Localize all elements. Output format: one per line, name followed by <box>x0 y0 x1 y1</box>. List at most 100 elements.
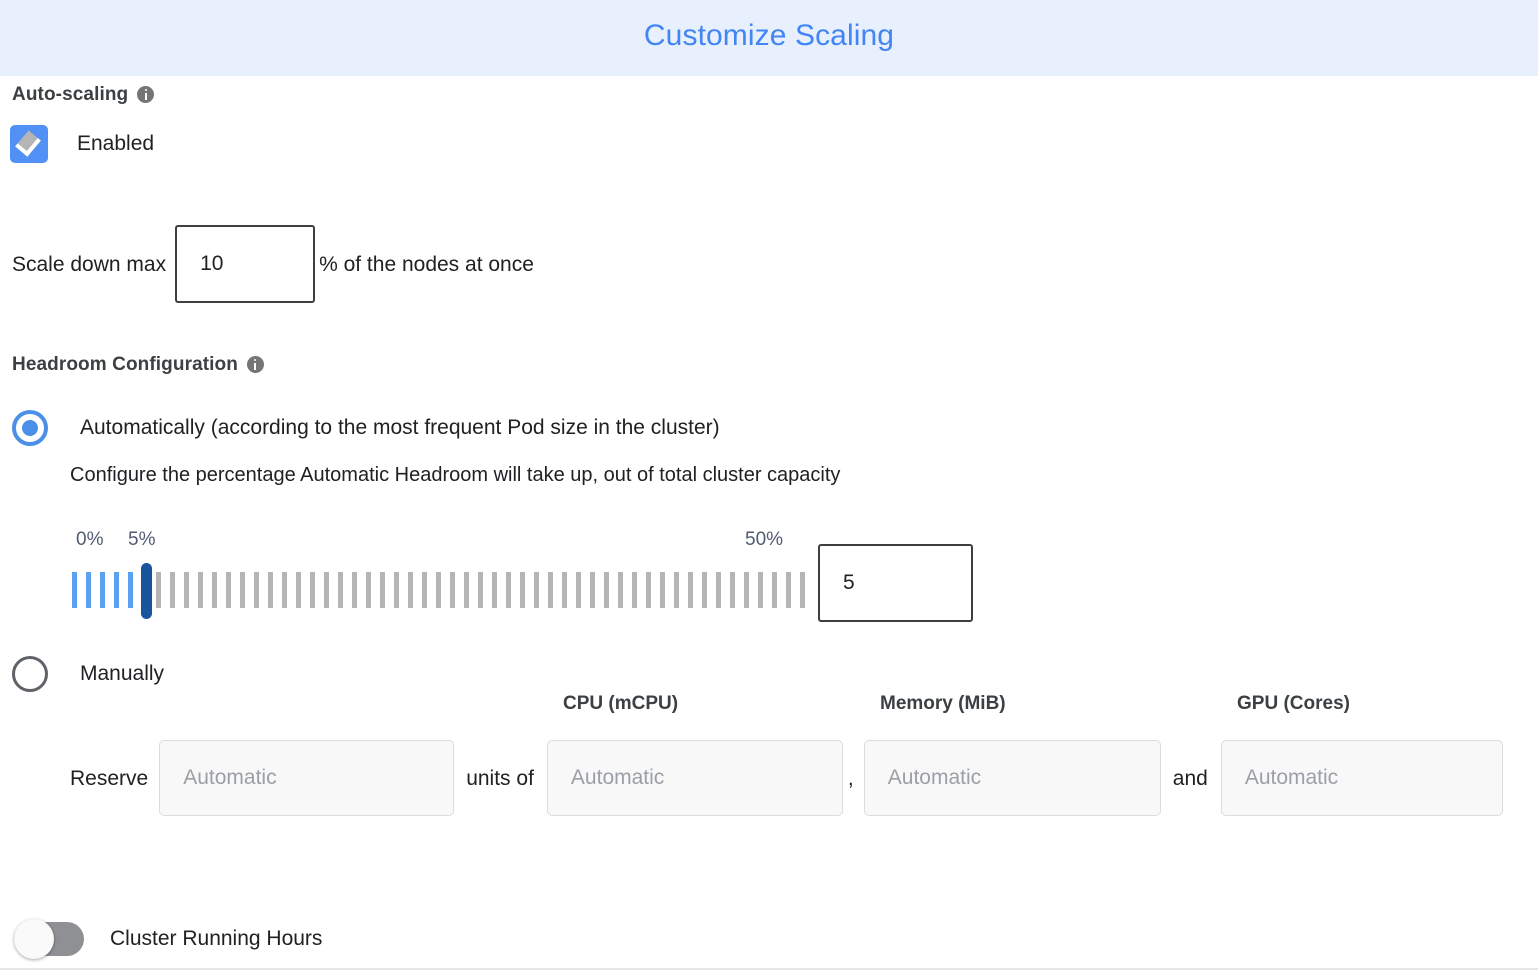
slider-tick <box>86 572 91 608</box>
slider-tick <box>786 572 791 608</box>
enabled-checkbox-label: Enabled <box>77 132 155 155</box>
info-icon-auto-scaling[interactable] <box>137 86 155 104</box>
slider-tick <box>674 572 679 608</box>
gpu-input[interactable] <box>1220 740 1503 816</box>
slider-tick <box>576 572 581 608</box>
gpu-field-header: GPU (Cores) <box>1237 693 1350 714</box>
auto-scaling-label: Auto-scaling <box>12 84 129 105</box>
enabled-checkbox[interactable] <box>10 125 48 163</box>
slider-tick <box>450 572 455 608</box>
slider-tick <box>156 572 161 608</box>
slider-tick <box>562 572 567 608</box>
slider-tick <box>170 572 175 608</box>
slider-tick <box>128 572 133 608</box>
comma-separator: , <box>847 766 854 790</box>
slider-tick <box>464 572 469 608</box>
slider-tick <box>198 572 203 608</box>
slider-tick <box>744 572 749 608</box>
memory-input[interactable] <box>863 740 1161 816</box>
slider-tick <box>240 572 245 608</box>
scale-down-max-input[interactable]: 10 <box>175 225 316 303</box>
slider-tick <box>100 572 105 608</box>
slider-tick <box>408 572 413 608</box>
and-separator: and <box>1172 766 1208 790</box>
cluster-running-hours-row[interactable]: Cluster Running Hours <box>14 919 323 959</box>
cluster-running-hours-toggle[interactable] <box>14 919 84 959</box>
headroom-automatic-description: Configure the percentage Automatic Headr… <box>70 464 841 486</box>
reserve-units-input[interactable] <box>159 740 455 816</box>
radio-headroom-automatic[interactable] <box>12 410 48 446</box>
slider-tick <box>436 572 441 608</box>
info-icon-headroom-configuration[interactable] <box>246 356 264 374</box>
slider-tick <box>730 572 735 608</box>
slider-tick <box>548 572 553 608</box>
slider-tick <box>688 572 693 608</box>
cpu-field-header: CPU (mCPU) <box>563 693 679 714</box>
headroom-percentage-slider[interactable]: 0% 5% 50% 5 <box>0 530 1000 640</box>
enabled-checkbox-row[interactable]: Enabled <box>10 125 154 163</box>
headroom-configuration-section: Headroom Configuration <box>12 354 264 376</box>
slider-tick <box>520 572 525 608</box>
cluster-running-hours-label: Cluster Running Hours <box>110 927 323 950</box>
toggle-knob <box>14 919 54 959</box>
slider-tick <box>338 572 343 608</box>
manual-reserve-fields: Reserve units of , and <box>70 740 1503 816</box>
slider-tick <box>212 572 217 608</box>
slider-tick <box>72 572 77 608</box>
manual-reserve-row: CPU (mCPU) Memory (MiB) GPU (Cores) Rese… <box>0 694 1538 834</box>
slider-tick <box>352 572 357 608</box>
slider-tick <box>366 572 371 608</box>
check-icon <box>15 130 41 157</box>
auto-scaling-section: Auto-scaling <box>12 84 155 106</box>
reserve-label: Reserve <box>70 766 149 790</box>
slider-tick <box>646 572 651 608</box>
slider-tick <box>800 572 805 608</box>
scale-down-max-row: Scale down max 10 % of the nodes at once <box>12 225 534 303</box>
slider-tick <box>380 572 385 608</box>
slider-tick <box>282 572 287 608</box>
slider-max-label: 50% <box>745 529 784 550</box>
slider-min-label: 0% <box>76 529 104 550</box>
slider-thumb[interactable] <box>141 563 152 619</box>
slider-track[interactable] <box>72 572 814 608</box>
headroom-manual-row[interactable]: Manually <box>12 656 164 692</box>
slider-tick <box>478 572 483 608</box>
slider-tick <box>394 572 399 608</box>
slider-tick <box>492 572 497 608</box>
headroom-percentage-input[interactable]: 5 <box>818 544 973 622</box>
slider-tick <box>310 572 315 608</box>
scale-down-max-suffix: % of the nodes at once <box>319 252 534 276</box>
slider-tick <box>296 572 301 608</box>
slider-tick <box>772 572 777 608</box>
slider-tick <box>226 572 231 608</box>
memory-field-header: Memory (MiB) <box>880 693 1006 714</box>
page-title: Customize Scaling <box>643 19 895 52</box>
slider-tick <box>254 572 259 608</box>
slider-tick <box>506 572 511 608</box>
scale-down-max-label: Scale down max <box>12 252 167 276</box>
slider-tick <box>702 572 707 608</box>
slider-tick <box>268 572 273 608</box>
slider-tick <box>324 572 329 608</box>
slider-tick <box>632 572 637 608</box>
bottom-divider <box>0 968 1538 970</box>
cpu-input[interactable] <box>546 740 843 816</box>
slider-tick <box>422 572 427 608</box>
headroom-configuration-label: Headroom Configuration <box>12 354 238 375</box>
radio-headroom-manual-label: Manually <box>80 662 165 685</box>
radio-headroom-automatic-label: Automatically (according to the most fre… <box>80 416 720 439</box>
units-of-label: units of <box>466 766 534 790</box>
slider-value-label: 5% <box>128 529 156 550</box>
radio-headroom-manual[interactable] <box>12 656 48 692</box>
slider-tick <box>604 572 609 608</box>
slider-tick <box>660 572 665 608</box>
slider-tick <box>534 572 539 608</box>
slider-tick <box>716 572 721 608</box>
slider-tick <box>758 572 763 608</box>
slider-tick <box>114 572 119 608</box>
slider-tick <box>184 572 189 608</box>
slider-tick <box>590 572 595 608</box>
headroom-automatic-row[interactable]: Automatically (according to the most fre… <box>12 410 720 446</box>
slider-tick <box>618 572 623 608</box>
